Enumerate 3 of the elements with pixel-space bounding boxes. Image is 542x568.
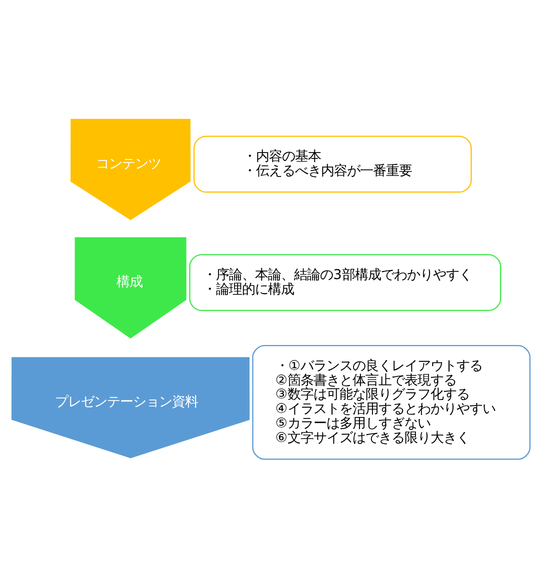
node-box: ・①バランスの良くレイアウトする ②箇条書きと体言止で表現する ③数字は可能な限りグラフ化する ④イラストを活用するとわかりやすい ⑤カラーは多用しすぎない ⑥文字サイズはできる限り大きく bbox=[252, 345, 531, 460]
node-box: ・序論、本論、結論の3部構成でわかりやすく ・論理的に構成 bbox=[189, 254, 502, 312]
node-box: ・内容の基本 ・伝えるべき内容が一番重要 bbox=[194, 136, 472, 193]
